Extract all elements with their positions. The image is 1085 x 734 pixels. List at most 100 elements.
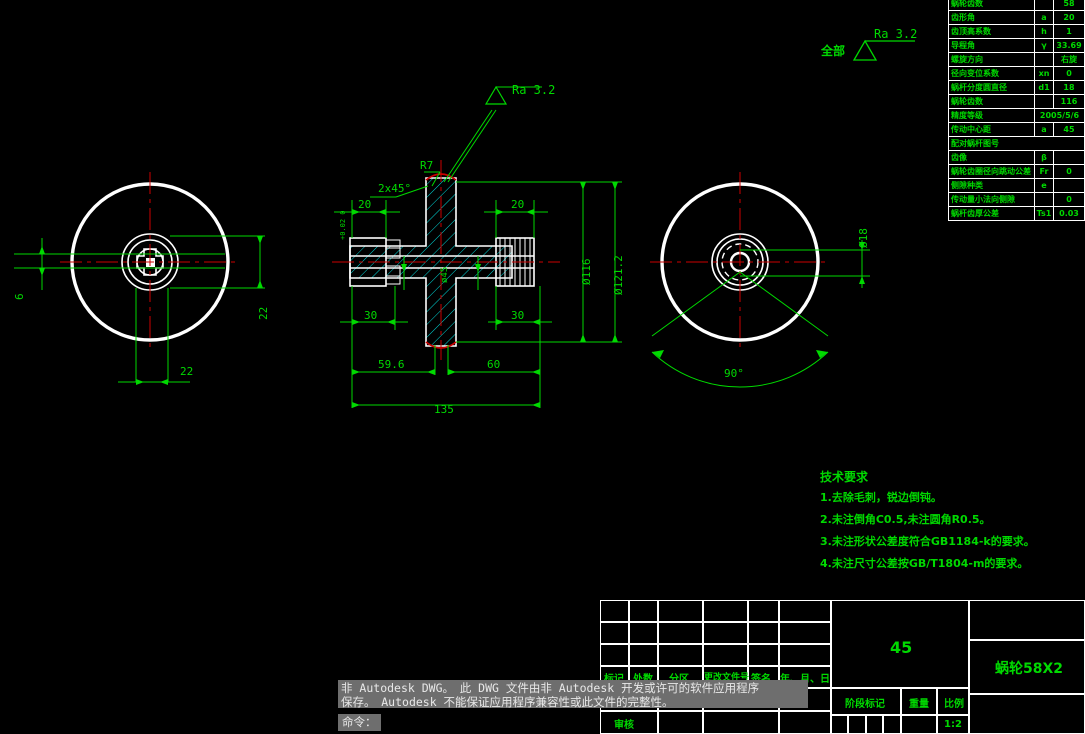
param-row-name: 导程角 bbox=[948, 38, 1035, 53]
global-surface-finish-label: 全部 bbox=[821, 44, 846, 58]
tb-cell bbox=[629, 622, 658, 644]
tb-cell bbox=[629, 644, 658, 666]
tech-item: 3.未注形状公差度符合GB1184-k的要求。 bbox=[820, 535, 1035, 548]
dim-left-offset-30: 30 bbox=[364, 309, 378, 322]
tb-cell bbox=[629, 600, 658, 622]
param-row-symbol bbox=[1034, 0, 1054, 11]
tb-cell bbox=[779, 600, 831, 622]
dwg-compatibility-notice: 非 Autodesk DWG。 此 DWG 文件由非 Autodesk 开发或许… bbox=[338, 680, 808, 709]
dim-left-hub-height-22: 22 bbox=[257, 306, 270, 320]
tech-item: 2.未注倒角C0.5,未注圆角R0.5。 bbox=[820, 513, 991, 526]
param-row-value: 1 bbox=[1053, 24, 1085, 39]
global-surface-finish-symbol bbox=[852, 39, 915, 61]
dim-left-length-596: 59.6 bbox=[378, 358, 405, 371]
param-row-value: 116 bbox=[1053, 94, 1085, 109]
param-row-name: 蜗轮齿圈径向跳动公差 bbox=[948, 164, 1035, 179]
dim-right-offset-30: 30 bbox=[511, 309, 525, 322]
tb-cell bbox=[658, 600, 703, 622]
tb-cell bbox=[703, 711, 779, 734]
tb-cell bbox=[658, 711, 703, 734]
param-table-row: 传动量小法向侧隙 0 bbox=[948, 192, 1085, 207]
dim-right-angle-90: 90° bbox=[724, 367, 744, 380]
tb-row-shenhe: 审核 bbox=[614, 720, 634, 731]
param-row-value: 0 bbox=[1053, 192, 1085, 207]
param-row-symbol bbox=[1034, 52, 1054, 67]
dim-right-length-60: 60 bbox=[487, 358, 501, 371]
left-circular-view bbox=[14, 172, 265, 385]
tb-cell bbox=[703, 644, 748, 666]
dim-right-step-20: 20 bbox=[511, 198, 525, 211]
param-row-symbol bbox=[1034, 94, 1054, 109]
param-row-name: 齿顶高系数 bbox=[948, 24, 1035, 39]
tech-item: 4.未注尺寸公差按GB/T1804-m的要求。 bbox=[820, 557, 1029, 570]
param-row-value: 45 bbox=[1053, 122, 1085, 137]
dim-left-step-20: 20 bbox=[358, 198, 372, 211]
dim-chamfer-2x45: 2x45° bbox=[378, 182, 412, 195]
param-row-name: 配对蜗杆图号 bbox=[948, 136, 1085, 151]
param-row-symbol: h bbox=[1034, 24, 1054, 39]
title-block: 标记 处数 分区 更改文件号 签名 年、月、日 设计 标准化 审核 45 阶段标… bbox=[600, 600, 1085, 734]
tb-stagemark-cell bbox=[831, 688, 901, 715]
tb-cell bbox=[779, 622, 831, 644]
param-row-value: 0 bbox=[1053, 66, 1085, 81]
surface-finish-ra32-section: Ra 3.2 bbox=[512, 83, 556, 97]
param-row-value: 0.03 bbox=[1053, 206, 1085, 221]
tb-col-wenjianhao: 更改文件号 bbox=[704, 673, 750, 683]
tb-right-top bbox=[969, 600, 1085, 640]
param-row-value: 右旋 bbox=[1053, 52, 1085, 67]
param-table-row: 配对蜗杆图号 bbox=[948, 136, 1085, 151]
tb-cell bbox=[703, 622, 748, 644]
param-row-value bbox=[1053, 150, 1085, 165]
command-line-prompt[interactable]: 命令： bbox=[338, 714, 381, 731]
dim-total-length-135: 135 bbox=[434, 403, 454, 416]
tb-scale-value: 1:2 bbox=[944, 719, 962, 730]
tb-cell bbox=[748, 644, 779, 666]
param-row-symbol: a bbox=[1034, 10, 1054, 25]
param-row-symbol: a bbox=[1034, 122, 1054, 137]
param-row-value: 33.69 bbox=[1053, 38, 1085, 53]
param-row-name: 齿形角 bbox=[948, 10, 1035, 25]
param-row-name: 齿像 bbox=[948, 150, 1035, 165]
param-row-name: 传动量小法向侧隙 bbox=[948, 192, 1035, 207]
dim-bore-tolerance: +0.02 0 bbox=[339, 210, 347, 240]
tb-cell bbox=[703, 600, 748, 622]
tb-stagemark-sub bbox=[866, 715, 883, 734]
tb-cell bbox=[658, 622, 703, 644]
tb-part-name: 蜗轮58X2 bbox=[995, 661, 1064, 677]
param-row-symbol: Fr bbox=[1034, 164, 1054, 179]
param-row-name: 蜗杆齿厚公差 bbox=[948, 206, 1035, 221]
tb-cell bbox=[779, 711, 831, 734]
param-row-symbol: Ts1 bbox=[1034, 206, 1054, 221]
tb-col-riqi: 年、月、日 bbox=[780, 670, 830, 685]
tb-stagemark-sub bbox=[883, 715, 901, 734]
right-circular-view bbox=[650, 172, 870, 388]
tb-cell bbox=[748, 622, 779, 644]
tech-item: 1.去除毛刺，锐边倒钝。 bbox=[820, 491, 942, 504]
param-row-symbol: β bbox=[1034, 150, 1054, 165]
param-table-row: 螺旋方向右旋 bbox=[948, 52, 1085, 67]
tb-cell bbox=[658, 644, 703, 666]
param-row-name: 蜗轮齿数 bbox=[948, 94, 1035, 109]
tb-right-bottom bbox=[969, 694, 1085, 734]
param-row-value bbox=[1053, 178, 1085, 193]
dwg-notice-line-1: 非 Autodesk DWG。 此 DWG 文件由非 Autodesk 开发或许… bbox=[341, 681, 760, 695]
tb-material-value: 45 bbox=[890, 638, 913, 657]
param-row-symbol: e bbox=[1034, 178, 1054, 193]
tb-cell bbox=[600, 600, 629, 622]
global-surface-finish-value: Ra 3.2 bbox=[874, 27, 918, 41]
tb-col-fenqu: 分区 bbox=[669, 670, 689, 685]
tb-cell bbox=[748, 600, 779, 622]
dim-tip-dia-1212: Ø121.2 bbox=[612, 255, 625, 295]
dim-fillet-r7: R7 bbox=[420, 159, 434, 172]
param-row-symbol bbox=[1034, 192, 1054, 207]
tb-cell bbox=[779, 644, 831, 666]
tb-material-cell bbox=[831, 600, 969, 688]
